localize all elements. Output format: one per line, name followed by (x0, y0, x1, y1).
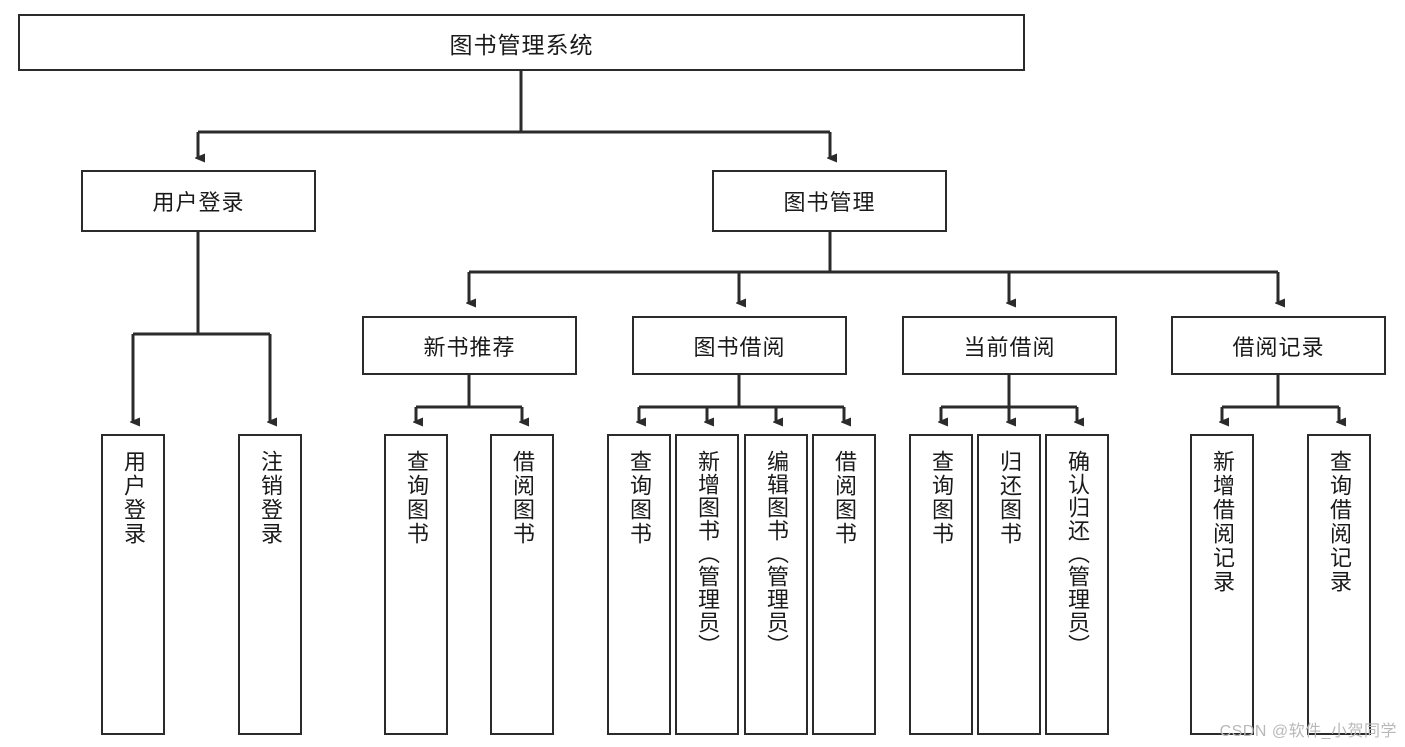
node-book-borrow[interactable]: 图书借阅 (632, 316, 847, 375)
node-borrow-records[interactable]: 借阅记录 (1171, 316, 1386, 375)
node-root-system[interactable]: 图书管理系统 (18, 14, 1025, 71)
leaf-label: 注销登录 (257, 450, 283, 546)
leaf-label: 编辑图书（管理员） (763, 450, 789, 657)
node-label: 图书借阅 (693, 334, 786, 360)
leaf-label: 查询借阅记录 (1326, 450, 1352, 594)
leaf-add-borrow-record[interactable]: 新增借阅记录 (1190, 434, 1254, 735)
leaf-query-books-recommend[interactable]: 查询图书 (384, 434, 448, 735)
node-label: 用户登录 (152, 190, 245, 215)
node-current-borrow[interactable]: 当前借阅 (902, 316, 1117, 375)
leaf-add-book-admin[interactable]: 新增图书（管理员） (675, 434, 739, 735)
node-label: 图书管理系统 (449, 31, 594, 58)
leaf-query-books-borrow[interactable]: 查询图书 (607, 434, 671, 735)
leaf-label: 新增图书（管理员） (694, 450, 720, 657)
node-user-login[interactable]: 用户登录 (81, 170, 316, 232)
leaf-query-borrow-record[interactable]: 查询借阅记录 (1307, 434, 1371, 735)
leaf-logout[interactable]: 注销登录 (238, 434, 302, 735)
leaf-user-login[interactable]: 用户登录 (101, 434, 165, 735)
leaf-label: 借阅图书 (831, 450, 857, 546)
leaf-label: 归还图书 (996, 450, 1022, 546)
leaf-label: 借阅图书 (509, 450, 535, 546)
leaf-label: 查询图书 (928, 450, 954, 546)
node-book-management[interactable]: 图书管理 (712, 170, 947, 232)
node-label: 新书推荐 (423, 334, 516, 360)
leaf-borrow-books[interactable]: 借阅图书 (812, 434, 876, 735)
leaf-label: 查询图书 (626, 450, 652, 546)
leaf-label: 确认归还（管理员） (1064, 450, 1090, 657)
leaf-label: 用户登录 (120, 450, 146, 546)
leaf-label: 新增借阅记录 (1209, 450, 1235, 594)
node-new-book-recommend[interactable]: 新书推荐 (362, 316, 577, 375)
leaf-borrow-books-recommend[interactable]: 借阅图书 (490, 434, 554, 735)
csdn-watermark: CSDN @软件_小贺同学 (1219, 723, 1397, 740)
node-label: 图书管理 (783, 190, 876, 215)
node-label: 借阅记录 (1232, 334, 1325, 360)
leaf-return-books[interactable]: 归还图书 (977, 434, 1041, 735)
leaf-confirm-return-admin[interactable]: 确认归还（管理员） (1045, 434, 1109, 735)
leaf-label: 查询图书 (403, 450, 429, 546)
node-label: 当前借阅 (963, 334, 1056, 360)
leaf-query-books-current[interactable]: 查询图书 (909, 434, 973, 735)
leaf-edit-book-admin[interactable]: 编辑图书（管理员） (744, 434, 808, 735)
